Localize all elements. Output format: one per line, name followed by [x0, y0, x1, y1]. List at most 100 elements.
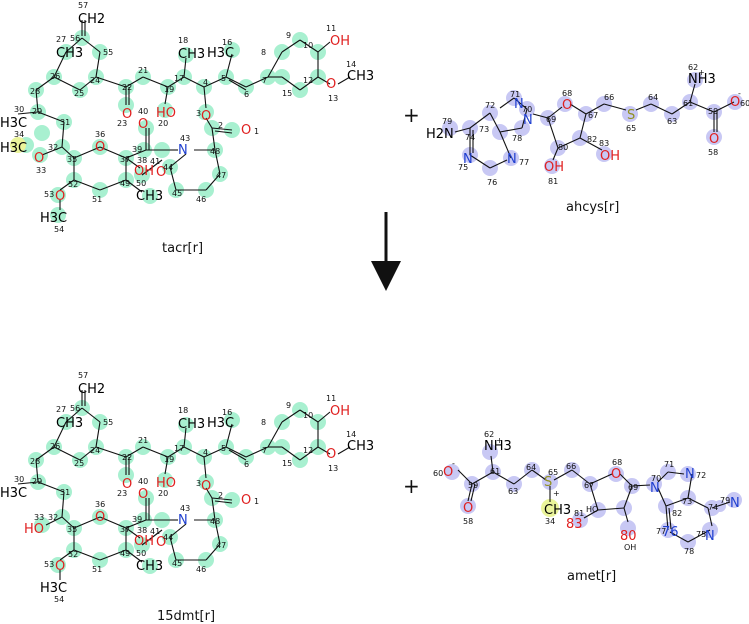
atom-index-label: 36	[95, 500, 105, 509]
atom-index-label: 1	[254, 497, 259, 506]
atom-index-label: 4	[203, 78, 208, 87]
atom-symbol-label: 76	[662, 525, 679, 540]
atom-index-label: 50	[136, 549, 146, 558]
atom-index-label: 23	[117, 489, 127, 498]
atom-index-label: 51	[92, 565, 102, 574]
atom-symbol-label: O	[562, 98, 572, 113]
atom-symbol-label: O	[443, 465, 453, 480]
atom-symbol-label: CH3	[347, 439, 374, 454]
atom-index-label: 55	[103, 418, 113, 427]
atom-symbol-label: CH3	[178, 417, 205, 432]
atom-index-label: 16	[222, 38, 232, 47]
atom-symbol-label: O	[156, 535, 166, 550]
atom-symbol-label: O	[95, 140, 105, 155]
atom-index-label: 23	[117, 119, 127, 128]
atom-index-label: -	[452, 459, 455, 468]
atom-index-label: 64	[526, 463, 536, 472]
atom-index-label: 17	[174, 74, 184, 83]
atom-index-label: 39	[132, 515, 142, 524]
atom-index-label: 33	[36, 166, 46, 175]
atom-index-label: +	[698, 68, 705, 77]
atom-index-label: 49	[120, 549, 130, 558]
atom-index-label: 18	[178, 36, 188, 45]
atom-index-label: 18	[178, 406, 188, 415]
atom-index-label: 11	[326, 394, 336, 403]
atom-symbol-label: HO	[156, 476, 176, 491]
atom-symbol-label: H3C	[40, 211, 67, 226]
atom-index-label: 78	[684, 547, 694, 556]
atom-index-label: 24	[90, 446, 100, 455]
atom-index-label: 12	[303, 76, 313, 85]
atom-symbol-label: H3C	[207, 46, 234, 61]
atom-index-label: 64	[648, 93, 658, 102]
atom-index-label: 25	[74, 459, 84, 468]
atom-index-label: 45	[172, 189, 182, 198]
atom-symbol-label: N	[650, 481, 660, 496]
atom-index-label: 57	[78, 371, 88, 380]
atom-index-label: 82	[587, 135, 597, 144]
atom-symbol-label: H2N	[426, 127, 454, 142]
atom-symbol-label: OH	[330, 404, 350, 419]
molecule-ahcys: 71 N 72 H2N 79 74 73 75 N 76 77 N 78 70 …	[426, 63, 749, 215]
atom-index-label: 40	[138, 477, 148, 486]
atom-index-label: 55	[103, 48, 113, 57]
atom-index-label: 63	[667, 117, 677, 126]
atom-index-label: 58	[463, 517, 473, 526]
atom-index-label: 20	[158, 119, 168, 128]
atom-symbol-label: CH3	[178, 47, 205, 62]
atom-index-label: 65	[548, 468, 558, 477]
atom-index-label: 32	[48, 143, 58, 152]
atom-symbol-label: H3C	[0, 116, 27, 131]
atom-index-label: 44	[163, 163, 173, 172]
atom-index-label: 44	[163, 533, 173, 542]
atom-symbol-label: OH	[330, 34, 350, 49]
atom-index-label: 13	[328, 94, 338, 103]
atom-index-label: 76	[487, 178, 497, 187]
atom-index-label: 69	[628, 483, 638, 492]
atom-index-label: 35	[67, 155, 77, 164]
15dmt-label: 15dmt[r]	[157, 609, 215, 624]
atom-index-label: 63	[508, 487, 518, 496]
atom-index-label: 69	[546, 115, 556, 124]
atom-index-label: 77	[656, 527, 666, 536]
atom-symbol-label: OH	[544, 160, 564, 175]
atom-symbol-label: O	[138, 117, 148, 132]
atom-index-label: 66	[604, 93, 614, 102]
atom-symbol-label: N	[730, 496, 740, 511]
atom-index-label: 10	[303, 41, 313, 50]
atom-symbol-label: O	[156, 165, 166, 180]
atom-index-label: 29	[32, 107, 42, 116]
atom-index-label: 60	[433, 469, 443, 478]
molecule-amet: 62 NH3 + 61 60 O - 59 O 58 63 64 65 S + …	[433, 430, 742, 584]
atom-index-label: 81	[574, 509, 584, 518]
atom-index-label: 82	[672, 509, 682, 518]
atom-index-label: 53	[44, 190, 54, 199]
atom-symbol-label: CH3	[347, 69, 374, 84]
atom-index-label: 72	[696, 471, 706, 480]
atom-index-label: 81	[548, 177, 558, 186]
atom-index-label: 22	[122, 83, 132, 92]
atom-index-label: 16	[222, 408, 232, 417]
atom-symbol-label: CH3	[136, 559, 163, 574]
atom-index-label: 21	[138, 66, 148, 75]
atom-index-label: 38	[137, 526, 147, 535]
atom-symbol-label: 80	[620, 529, 637, 544]
atom-symbol-label: CH3	[136, 189, 163, 204]
atom-index-label: 68	[562, 89, 572, 98]
atom-index-label: 57	[78, 1, 88, 10]
atom-index-label: 45	[172, 559, 182, 568]
atom-index-label: 66	[566, 462, 576, 471]
atom-index-label: 43	[180, 504, 190, 513]
atom-index-label: 71	[510, 90, 520, 99]
atom-symbol-label: O	[709, 132, 719, 147]
atom-index-label: 49	[120, 179, 130, 188]
atom-symbol-label: O	[241, 493, 251, 508]
atom-index-label: 79	[442, 117, 452, 126]
atom-index-label: 30	[14, 105, 24, 114]
atom-index-label: 54	[54, 595, 64, 604]
atom-index-label: 83	[599, 139, 609, 148]
atom-index-label: 33	[34, 513, 44, 522]
atom-index-label: 27	[56, 35, 66, 44]
atom-symbol-label: CH3	[56, 416, 83, 431]
